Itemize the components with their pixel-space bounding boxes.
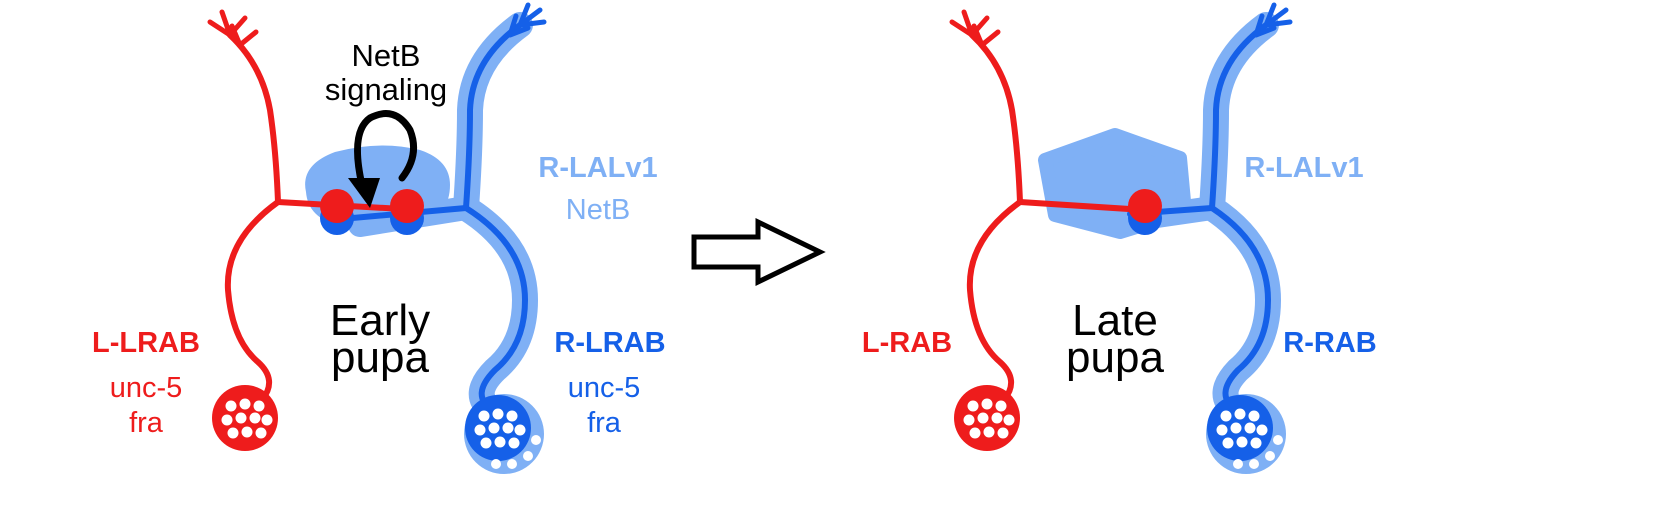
r-lalv1-label-late: R-LALv1 — [1244, 152, 1363, 184]
r-rab-neuron — [1103, 2, 1293, 474]
late-stage-label-line1: Late — [1072, 296, 1158, 345]
r-rab-cell-cluster — [1206, 394, 1286, 474]
l-rab-neuron — [949, 9, 1148, 451]
l-rab-label: L-RAB — [862, 327, 952, 359]
r-lalv1-label: R-LALv1 — [538, 152, 657, 184]
late-stage-label-line2: pupa — [1066, 333, 1164, 382]
netb-signaling-label-line2: signaling — [325, 72, 447, 107]
netb-signaling-label-line1: NetB — [352, 38, 421, 73]
early-pupa-panel: NetB signaling R-LALv1 NetB Early pupa L… — [92, 2, 666, 474]
l-lrab-gene-2: fra — [129, 407, 164, 439]
r-lrab-label: R-LRAB — [554, 327, 665, 359]
red-contact-left — [320, 189, 354, 223]
l-lrab-label: L-LRAB — [92, 327, 200, 359]
right-arrow-icon — [691, 218, 826, 286]
r-rab-label: R-RAB — [1283, 327, 1376, 359]
red-contact-right — [390, 189, 424, 223]
r-lalv1-gene-label: NetB — [566, 194, 630, 226]
l-rab-cell-cluster — [954, 385, 1020, 451]
early-stage-label-line2: pupa — [331, 333, 429, 382]
red-contact-late — [1128, 189, 1162, 223]
signaling-loop-arrow-icon — [348, 110, 418, 208]
late-pupa-panel: R-LALv1 Late pupa L-RAB R-RAB — [862, 2, 1377, 474]
r-lrab-gene-2: fra — [587, 407, 622, 439]
r-lrab-gene-1: unc-5 — [568, 372, 641, 404]
l-lrab-gene-1: unc-5 — [110, 372, 183, 404]
r-lrab-cell-cluster — [464, 394, 544, 474]
early-stage-label-line1: Early — [330, 296, 430, 345]
l-lrab-cell-cluster — [212, 385, 278, 451]
